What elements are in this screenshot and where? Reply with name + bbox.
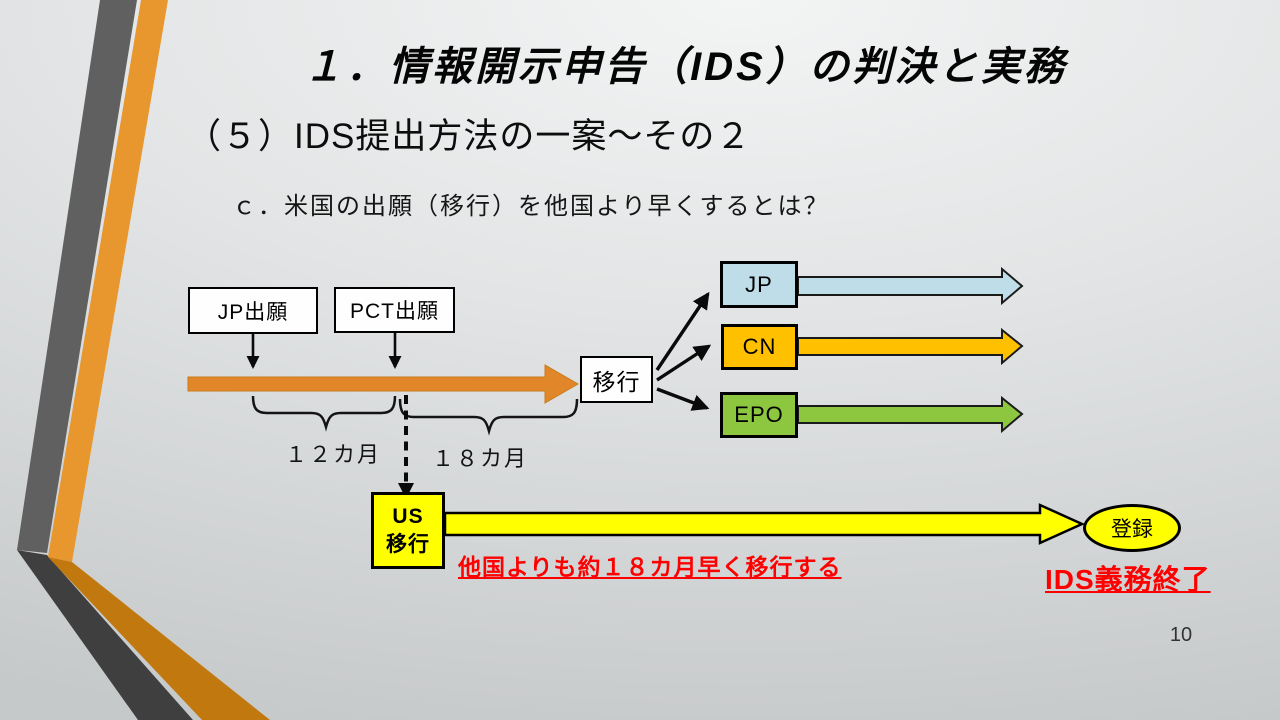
cn-timeline-arrow: [797, 327, 1024, 366]
brace-12-months: [251, 395, 397, 432]
transition-box: 移行: [580, 356, 653, 403]
transition-label: 移行: [592, 368, 641, 395]
cn-box: CN: [721, 324, 798, 370]
jp-box: JP: [720, 261, 798, 308]
timeline-arrow: [187, 364, 580, 404]
epo-timeline-arrow: [797, 395, 1024, 434]
us-transition-line2: 移行: [386, 532, 430, 556]
us-timeline-arrow: [443, 503, 1086, 545]
registration-label: 登録: [1111, 518, 1153, 541]
us-dashed-arrow-head: [398, 483, 414, 499]
span-18-months-label: １８カ月: [431, 446, 528, 471]
connector-to-jp: [655, 291, 710, 371]
jp-timeline-arrow: [797, 266, 1024, 306]
span-12-months-label: １２カ月: [284, 442, 381, 467]
cn-label: CN: [742, 334, 777, 359]
slide-title: １．情報開示申告（IDS）の判決と実務: [303, 45, 1067, 89]
us-transition-line1: US: [392, 505, 424, 529]
jp-filing-label: JP出願: [217, 300, 289, 324]
jp-filing-box: JP出願: [188, 287, 318, 334]
band-gray-lower: [17, 550, 193, 720]
slide-subtitle: （５）IDS提出方法の一案～その２: [186, 117, 752, 156]
note-early-transition: 他国よりも約１８カ月早く移行する: [458, 554, 842, 580]
brace-18-months: [398, 398, 579, 436]
band-gray-upper: [17, 0, 137, 553]
band-orange-lower: [48, 557, 270, 720]
jp-label: JP: [745, 271, 773, 297]
pct-filing-box: PCT出願: [334, 287, 455, 333]
connector-to-epo: [656, 387, 710, 411]
band-orange-upper: [48, 0, 168, 562]
connector-to-cn: [656, 344, 712, 382]
registration-ellipse: 登録: [1083, 504, 1181, 552]
us-transition-box: US 移行: [371, 492, 445, 569]
section-heading: ｃ．米国の出願（移行）を他国より早くするとは？: [232, 193, 830, 220]
page-number: 10: [1169, 624, 1193, 646]
note-ids-obligation-end: IDS義務終了: [1045, 564, 1211, 595]
pct-filing-label: PCT出願: [350, 300, 439, 323]
epo-label: EPO: [734, 402, 784, 427]
epo-box: EPO: [720, 392, 798, 438]
